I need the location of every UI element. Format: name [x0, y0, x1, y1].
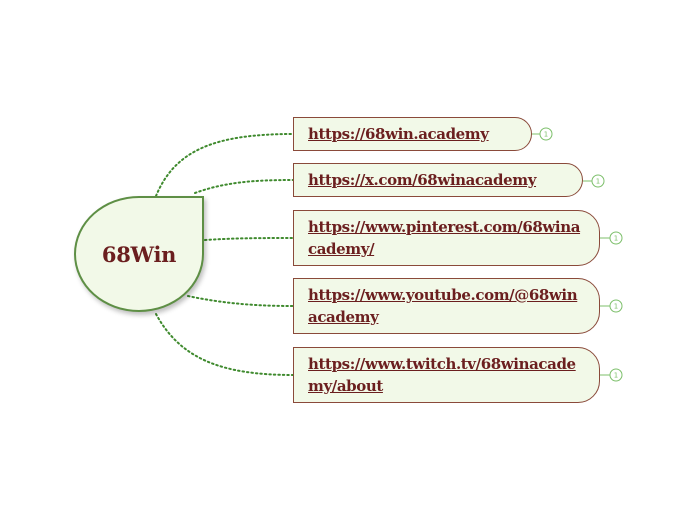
connector-4 — [187, 295, 294, 307]
collapse-count-4: 1 — [614, 303, 618, 311]
branch-topic-2[interactable]: https://x.com/68winacademy — [293, 163, 583, 197]
connector-2 — [194, 179, 294, 194]
connector-3 — [204, 237, 294, 241]
branch-link-1[interactable]: https://68win.academy — [308, 125, 489, 143]
collapse-toggle-5[interactable]: 1 — [600, 368, 623, 382]
connector-1 — [155, 133, 294, 197]
branch-topic-1[interactable]: https://68win.academy — [293, 117, 532, 151]
collapse-count-5: 1 — [614, 372, 618, 380]
branch-link-4[interactable]: https://www.youtube.com/@68winacademy — [308, 286, 578, 326]
branch-topic-3[interactable]: https://www.pinterest.com/68winacademy/ — [293, 210, 600, 266]
central-topic-label: 68Win — [101, 241, 177, 267]
collapse-count-1: 1 — [544, 131, 548, 139]
collapse-toggle-1[interactable]: 1 — [532, 127, 553, 141]
central-topic[interactable]: 68Win — [74, 196, 204, 312]
branch-link-5[interactable]: https://www.twitch.tv/68winacademy/about — [308, 355, 576, 395]
collapse-count-2: 1 — [596, 178, 600, 186]
branch-link-2[interactable]: https://x.com/68winacademy — [308, 171, 537, 189]
branch-topic-5[interactable]: https://www.twitch.tv/68winacademy/about — [293, 347, 600, 403]
branch-topic-4[interactable]: https://www.youtube.com/@68winacademy — [293, 278, 600, 334]
collapse-toggle-3[interactable]: 1 — [600, 231, 623, 245]
collapse-toggle-2[interactable]: 1 — [583, 174, 605, 188]
collapse-count-3: 1 — [614, 235, 618, 243]
branch-link-3[interactable]: https://www.pinterest.com/68winacademy/ — [308, 218, 581, 258]
collapse-toggle-4[interactable]: 1 — [600, 299, 623, 313]
connector-5 — [155, 313, 294, 376]
